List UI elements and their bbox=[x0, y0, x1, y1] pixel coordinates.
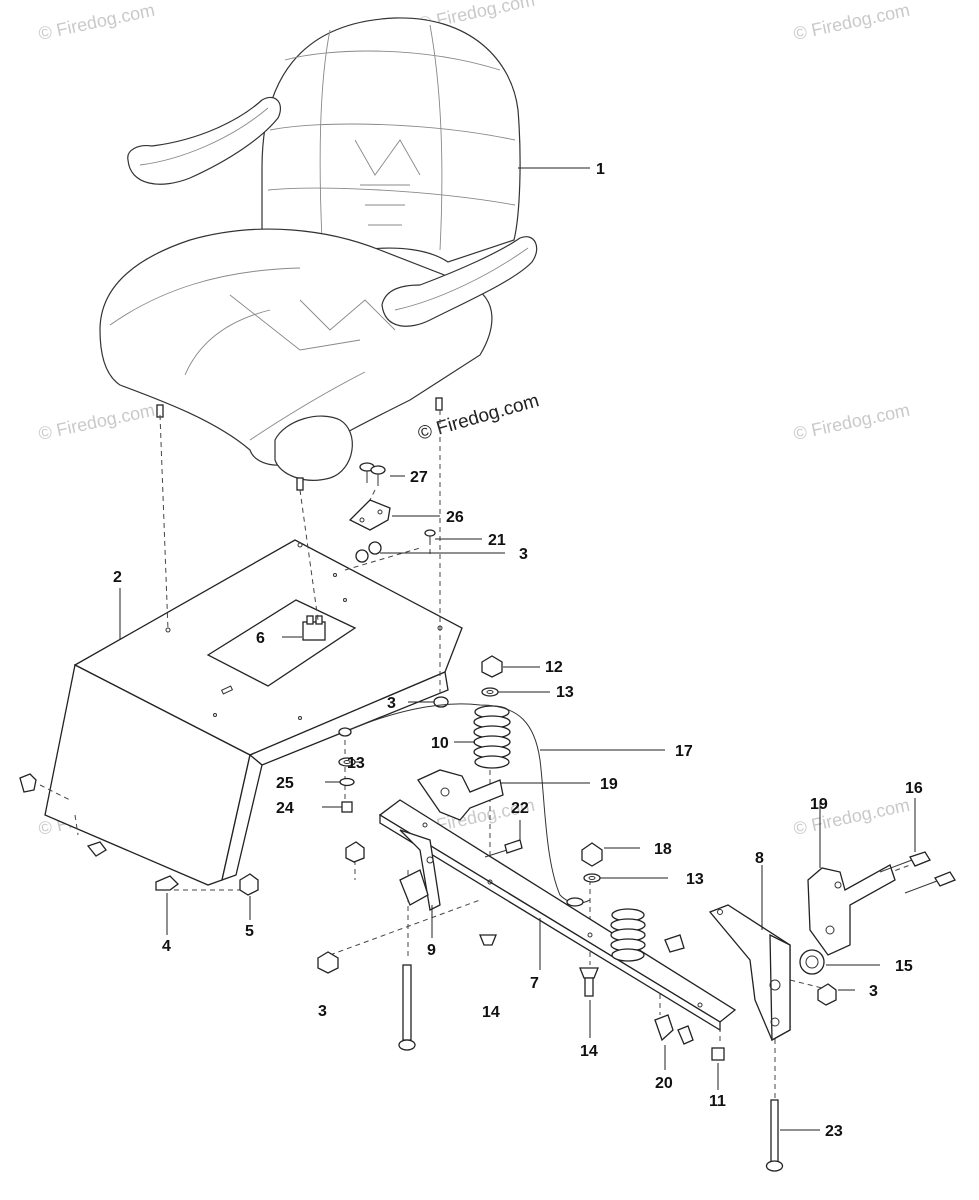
watermark: © Firedog.com bbox=[37, 0, 157, 44]
callout-3: 3 bbox=[387, 695, 396, 712]
callout-3: 3 bbox=[318, 1003, 327, 1020]
callout-10: 10 bbox=[431, 735, 449, 752]
callout-labels: 1 2 3 3 3 3 4 5 6 7 8 9 10 11 12 13 13 1… bbox=[113, 161, 923, 1140]
callout-4: 4 bbox=[162, 938, 171, 955]
callout-5: 5 bbox=[245, 923, 254, 940]
callout-17: 17 bbox=[675, 743, 693, 760]
callout-21: 21 bbox=[488, 532, 506, 549]
callout-1: 1 bbox=[596, 161, 605, 178]
callout-22: 22 bbox=[511, 800, 529, 817]
seat-pan bbox=[44, 539, 463, 886]
callout-24: 24 bbox=[276, 800, 294, 817]
callout-6: 6 bbox=[256, 630, 265, 647]
bolts-16 bbox=[879, 851, 956, 894]
callout-13: 13 bbox=[686, 871, 704, 888]
spring-cable-hardware bbox=[338, 655, 603, 907]
far-right-bracket bbox=[807, 864, 896, 956]
callout-18: 18 bbox=[654, 841, 672, 858]
misc-fasteners bbox=[19, 773, 837, 1172]
right-bracket bbox=[708, 904, 791, 1042]
watermark: © Firedog.com bbox=[37, 400, 157, 444]
callout-19: 19 bbox=[600, 776, 618, 793]
callout-15: 15 bbox=[895, 958, 913, 975]
callout-16: 16 bbox=[905, 780, 923, 797]
seat-assembly bbox=[99, 17, 538, 491]
callout-13: 13 bbox=[347, 755, 365, 772]
callout-3: 3 bbox=[519, 546, 528, 563]
callout-20: 20 bbox=[655, 1075, 673, 1092]
watermark: © Firedog.com bbox=[792, 400, 912, 444]
watermark: © Firedog.com bbox=[792, 0, 912, 44]
callout-3: 3 bbox=[869, 983, 878, 1000]
callout-11: 11 bbox=[709, 1093, 726, 1110]
callout-14: 14 bbox=[580, 1043, 598, 1060]
callout-14: 14 bbox=[482, 1004, 500, 1021]
leader-lines bbox=[119, 167, 916, 1131]
callout-2: 2 bbox=[113, 569, 122, 586]
callout-27: 27 bbox=[410, 469, 428, 486]
callout-9: 9 bbox=[427, 942, 436, 959]
left-bracket bbox=[417, 769, 504, 821]
callout-12: 12 bbox=[545, 659, 563, 676]
callout-26: 26 bbox=[446, 509, 464, 526]
watermark-center: © Firedog.com bbox=[416, 390, 542, 445]
right-spring bbox=[610, 908, 646, 962]
callout-8: 8 bbox=[755, 850, 764, 867]
crossbar bbox=[378, 799, 737, 1032]
callout-13: 13 bbox=[556, 684, 574, 701]
bushing bbox=[799, 949, 825, 975]
callout-25: 25 bbox=[276, 775, 294, 792]
callout-23: 23 bbox=[825, 1123, 843, 1140]
callout-7: 7 bbox=[530, 975, 539, 992]
seat-hardware bbox=[348, 462, 436, 563]
callout-19: 19 bbox=[810, 796, 828, 813]
